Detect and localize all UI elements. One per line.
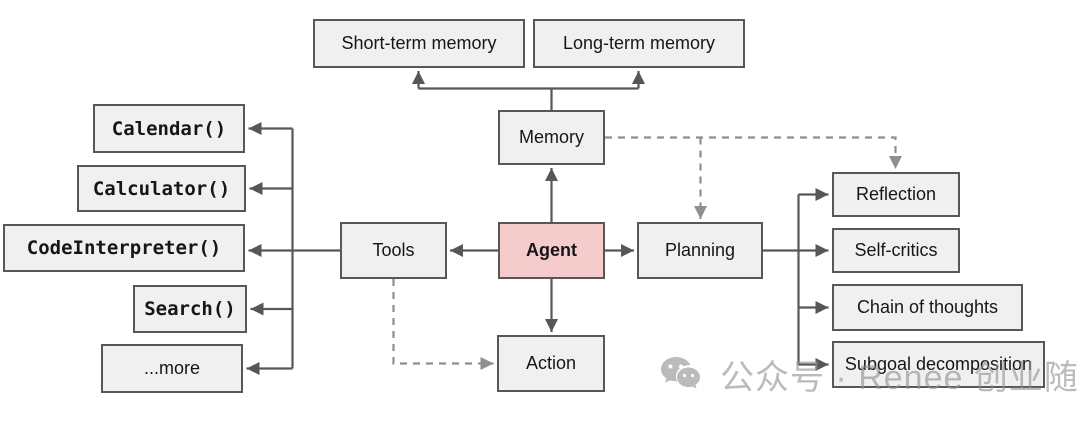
node-search: Search() bbox=[133, 285, 247, 333]
node-calendar-label: Calendar() bbox=[111, 117, 227, 140]
edge-tools-action-dashed bbox=[392, 279, 494, 371]
node-more: ...more bbox=[101, 344, 243, 393]
node-short-term-memory: Short-term memory bbox=[313, 19, 525, 68]
node-calculator: Calculator() bbox=[77, 165, 246, 212]
node-long-term-memory-label: Long-term memory bbox=[562, 33, 716, 53]
node-planning: Planning bbox=[637, 222, 763, 279]
node-chain-of-thoughts: Chain of thoughts bbox=[832, 284, 1023, 331]
node-more-label: ...more bbox=[143, 358, 200, 378]
node-agent: Agent bbox=[498, 222, 605, 279]
node-subgoal-decomposition: Subgoal decomposition bbox=[832, 341, 1045, 388]
node-tools: Tools bbox=[340, 222, 447, 279]
node-memory: Memory bbox=[498, 110, 605, 165]
node-memory-label: Memory bbox=[518, 127, 584, 147]
node-code-interpreter: CodeInterpreter() bbox=[3, 224, 245, 272]
node-tools-label: Tools bbox=[372, 240, 415, 260]
node-self-critics-label: Self-critics bbox=[854, 240, 938, 260]
node-action: Action bbox=[497, 335, 605, 392]
node-action-label: Action bbox=[525, 353, 577, 373]
node-search-label: Search() bbox=[144, 298, 236, 320]
node-calculator-label: Calculator() bbox=[92, 177, 231, 200]
node-reflection: Reflection bbox=[832, 172, 960, 217]
node-subgoal-decomposition-label: Subgoal decomposition bbox=[844, 354, 1033, 374]
node-planning-label: Planning bbox=[664, 240, 736, 260]
node-long-term-memory: Long-term memory bbox=[533, 19, 745, 68]
node-short-term-memory-label: Short-term memory bbox=[341, 33, 497, 53]
node-self-critics: Self-critics bbox=[832, 228, 960, 273]
node-agent-label: Agent bbox=[526, 240, 577, 260]
node-calendar: Calendar() bbox=[93, 104, 245, 153]
node-reflection-label: Reflection bbox=[855, 184, 937, 204]
edge-memory-reflection-dashed bbox=[605, 136, 903, 169]
node-chain-of-thoughts-label: Chain of thoughts bbox=[856, 297, 999, 317]
node-code-interpreter-label: CodeInterpreter() bbox=[26, 237, 222, 259]
